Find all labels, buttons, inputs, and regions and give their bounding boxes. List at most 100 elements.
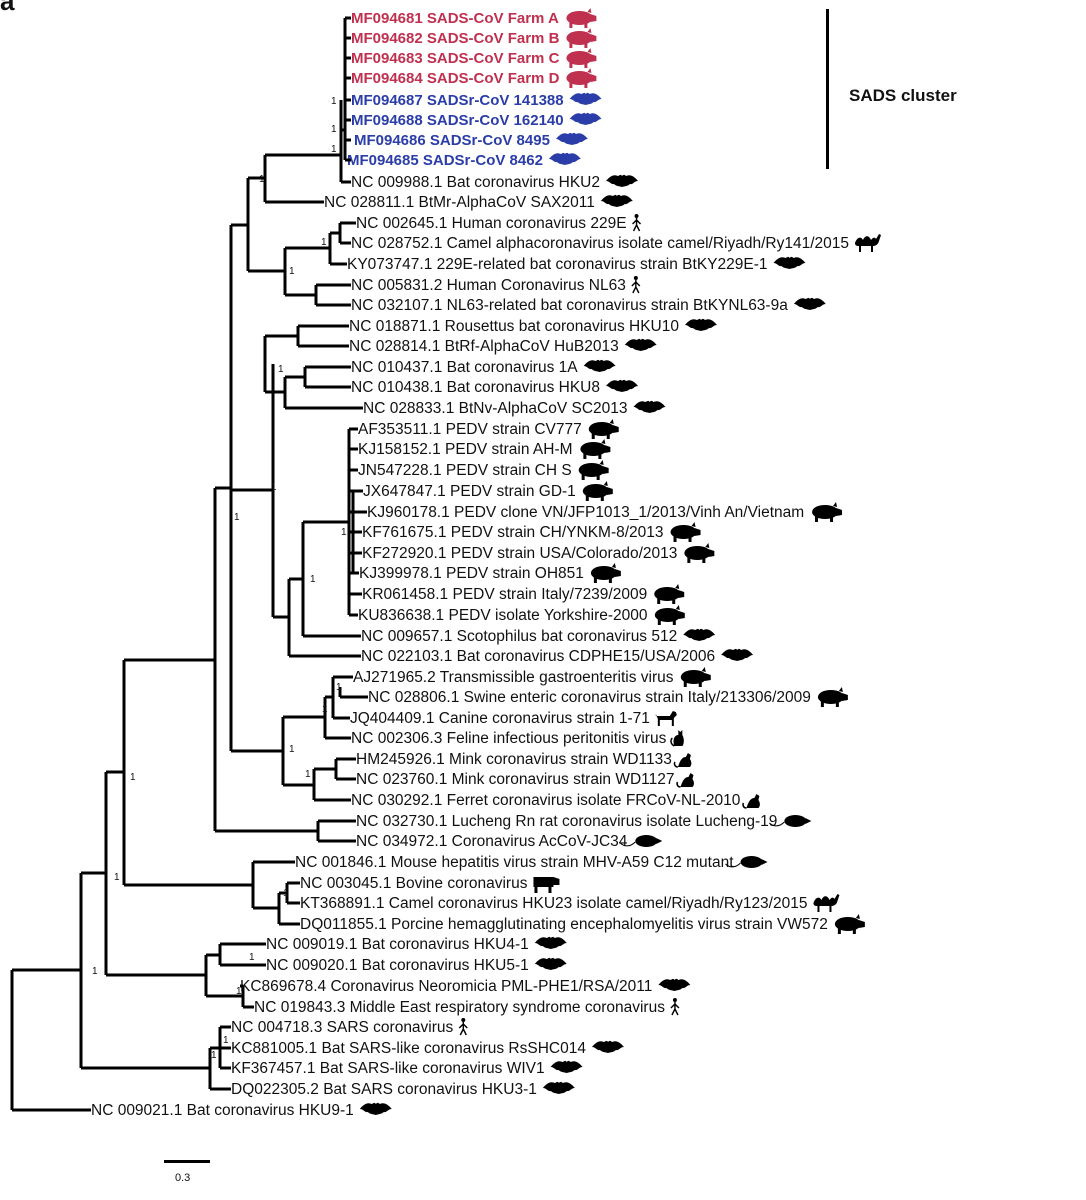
- bat-icon: [773, 256, 806, 269]
- bat-icon: [569, 92, 602, 105]
- bat-icon: [569, 112, 602, 125]
- bat-icon: [721, 648, 754, 661]
- bat-icon: [583, 359, 616, 372]
- support-value: 1: [336, 682, 342, 693]
- bat-icon: [605, 174, 638, 187]
- support-value: 1: [234, 512, 240, 523]
- tip-label-kf761675: KF761675.1 PEDV strain CH/YNKM-8/2013: [362, 524, 664, 541]
- mink-icon: [676, 773, 694, 788]
- tip-label-mf094686: MF094686 SADSr-CoV 8495: [354, 132, 550, 149]
- scale-bar-label: 0.3: [175, 1172, 191, 1184]
- tip-label-nc018871: NC 018871.1 Rousettus bat coronavirus HK…: [349, 318, 679, 335]
- tip-label-kf367457: KF367457.1 Bat SARS-like coronavirus WIV…: [231, 1060, 545, 1077]
- bat-icon: [624, 338, 657, 351]
- pig-icon: [817, 687, 848, 707]
- bat-icon: [542, 1081, 575, 1094]
- tip-label-nc034972: NC 034972.1 Coronavirus AcCoV-JC34: [356, 833, 628, 850]
- support-value: 1: [271, 482, 277, 493]
- support-value: 1: [223, 1035, 229, 1046]
- pig-icon: [588, 419, 619, 439]
- bat-icon: [600, 194, 633, 207]
- bat-icon: [683, 628, 716, 641]
- bat-icon: [534, 957, 567, 970]
- support-value: 1: [130, 772, 136, 783]
- tip-label-jq404409: JQ404409.1 Canine coronavirus strain 1-7…: [350, 710, 650, 727]
- tip-label-kt368891: KT368891.1 Camel coronavirus HKU23 isola…: [300, 895, 807, 912]
- cow-icon: [533, 877, 560, 893]
- pig-icon: [566, 48, 597, 68]
- mink-icon: [742, 794, 760, 809]
- pig-icon: [654, 605, 685, 625]
- tip-label-mf094688: MF094688 SADSr-CoV 162140: [351, 112, 564, 129]
- tip-label-dq011855: DQ011855.1 Porcine hemagglutinating ence…: [300, 916, 828, 933]
- support-value: 1: [331, 144, 337, 155]
- tip-label-kf272920: KF272920.1 PEDV strain USA/Colorado/2013: [362, 545, 677, 562]
- camel-icon: [855, 234, 882, 252]
- support-value: 1: [310, 574, 316, 585]
- support-value: 1: [283, 888, 289, 899]
- tip-label-nc010437: NC 010437.1 Bat coronavirus 1A: [351, 359, 578, 376]
- bat-icon: [548, 152, 581, 165]
- support-value: 1: [289, 744, 295, 755]
- bat-icon: [605, 379, 638, 392]
- pig-icon: [812, 502, 843, 522]
- rodent-icon: [768, 815, 812, 827]
- bat-icon: [555, 132, 588, 145]
- scale-bar: [164, 1160, 210, 1163]
- bat-icon: [591, 1040, 624, 1053]
- support-value: 1: [341, 527, 347, 538]
- tip-label-nc028752: NC 028752.1 Camel alphacoronavirus isola…: [351, 235, 849, 252]
- pig-icon: [566, 68, 597, 88]
- bat-icon: [658, 978, 691, 991]
- pig-icon: [684, 543, 715, 563]
- tip-label-nc032730: NC 032730.1 Lucheng Rn rat coronavirus i…: [356, 813, 777, 830]
- tip-label-nc022103: NC 022103.1 Bat coronavirus CDPHE15/USA/…: [361, 648, 715, 665]
- tip-label-nc032107: NC 032107.1 NL63-related bat coronavirus…: [351, 297, 788, 314]
- pig-icon: [580, 439, 611, 459]
- tip-label-mf094683: MF094683 SADS-CoV Farm C: [351, 50, 560, 67]
- tip-label-jx647847: JX647847.1 PEDV strain GD-1: [363, 483, 576, 500]
- dog-icon: [655, 711, 677, 726]
- human-icon: [632, 214, 642, 232]
- support-value: 1: [278, 364, 284, 375]
- tip-label-kc869678: KC869678.4 Coronavirus Neoromicia PML-PH…: [240, 978, 652, 995]
- human-icon: [670, 998, 680, 1016]
- panel-letter: a: [0, 0, 15, 16]
- support-value: 1: [305, 769, 311, 780]
- tip-label-nc028833: NC 028833.1 BtNv-AlphaCoV SC2013: [363, 400, 628, 417]
- pig-icon: [578, 460, 609, 480]
- pig-icon: [566, 8, 597, 28]
- tip-label-mf094687: MF094687 SADSr-CoV 141388: [351, 92, 564, 109]
- tip-label-dq022305: DQ022305.2 Bat SARS coronavirus HKU3-1: [231, 1081, 537, 1098]
- tip-label-nc028806: NC 028806.1 Swine enteric coronavirus st…: [368, 689, 811, 706]
- support-value: 1: [92, 966, 98, 977]
- bat-icon: [359, 1102, 392, 1115]
- tip-label-kj399978: KJ399978.1 PEDV strain OH851: [359, 565, 584, 582]
- tip-label-nc002306: NC 002306.3 Feline infectious peritoniti…: [351, 730, 667, 747]
- pig-icon: [654, 584, 685, 604]
- support-value: 1: [236, 986, 242, 997]
- tip-label-nc005831: NC 005831.2 Human Coronavirus NL63: [351, 277, 626, 294]
- support-value: 1: [114, 872, 120, 883]
- bat-icon: [793, 297, 826, 310]
- pig-icon: [566, 28, 597, 48]
- tip-label-jn547228: JN547228.1 PEDV strain CH S: [358, 462, 572, 479]
- support-value: 1: [211, 1050, 217, 1061]
- support-value: 1: [331, 96, 337, 107]
- tip-label-ky073747: KY073747.1 229E-related bat coronavirus …: [347, 256, 767, 273]
- tip-label-nc009988: NC 009988.1 Bat coronavirus HKU2: [351, 174, 600, 191]
- mink-icon: [673, 753, 692, 768]
- tip-label-hm245926: HM245926.1 Mink coronavirus strain WD113…: [356, 751, 672, 768]
- bat-icon: [633, 400, 666, 413]
- bat-icon: [550, 1060, 583, 1073]
- bat-icon: [534, 936, 567, 949]
- pig-icon: [834, 914, 865, 934]
- tip-label-nc023760: NC 023760.1 Mink coronavirus strain WD11…: [356, 771, 674, 788]
- sads-cluster-bracket: [826, 9, 829, 169]
- human-icon: [458, 1018, 468, 1036]
- tip-label-nc009019: NC 009019.1 Bat coronavirus HKU4-1: [266, 936, 529, 953]
- tip-label-aj271965: AJ271965.2 Transmissible gastroenteritis…: [353, 669, 674, 686]
- tip-label-nc028814: NC 028814.1 BtRf-AlphaCoV HuB2013: [349, 338, 619, 355]
